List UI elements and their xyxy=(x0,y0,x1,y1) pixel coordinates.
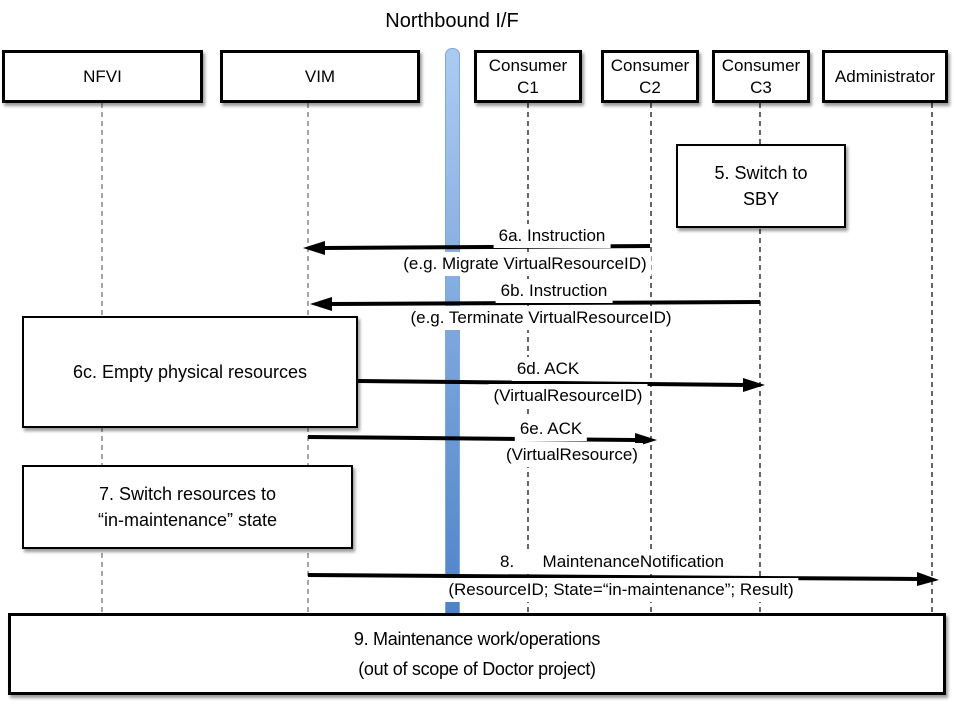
actor-label: Administrator xyxy=(834,66,936,86)
note-maintenance-work: 9. Maintenance work/operations (out of s… xyxy=(8,613,946,695)
actor-box-consumer-c1: Consumer C1 xyxy=(474,50,582,103)
note-switch-resources-in-maintenance: 7. Switch resources to “in-maintenance” … xyxy=(22,465,353,549)
actor-label: C3 xyxy=(750,77,772,97)
actor-label: Consumer xyxy=(610,55,690,75)
note-text: “in-maintenance” state xyxy=(97,510,278,530)
note-text: 7. Switch resources to xyxy=(98,484,277,504)
arrow-6b-instruction xyxy=(310,297,761,311)
actor-box-consumer-c3: Consumer C3 xyxy=(712,50,810,103)
actor-label: NFVI xyxy=(83,66,122,86)
message-label-6b-line2: (e.g. Terminate VirtualResourceID) xyxy=(405,306,677,330)
actor-label: VIM xyxy=(304,66,336,86)
message-label-6d-line2: (VirtualResourceID) xyxy=(488,384,648,408)
note-text: 5. Switch to xyxy=(714,163,808,183)
actor-label: C2 xyxy=(639,77,661,97)
actor-box-administrator: Administrator xyxy=(822,50,948,103)
diagram-title: Northbound I/F xyxy=(385,10,519,32)
message-label-8-line1: 8. MaintenanceNotification xyxy=(495,550,729,574)
note-text: (out of scope of Doctor project) xyxy=(358,659,596,679)
actor-label: C1 xyxy=(517,77,539,97)
actor-box-vim: VIM xyxy=(220,50,420,103)
message-label-6d-line1: 6d. ACK xyxy=(511,357,585,381)
message-label-6a-line2: (e.g. Migrate VirtualResourceID) xyxy=(398,252,652,276)
actor-label: Consumer xyxy=(721,55,801,75)
arrow-6d-ack xyxy=(357,378,765,392)
message-label-6b-line1: 6b. Instruction xyxy=(495,279,613,303)
note-text: 9. Maintenance work/operations xyxy=(353,629,601,649)
actor-box-nfvi: NFVI xyxy=(2,50,203,103)
message-label-8-line2: (ResourceID; State=“in-maintenance”; Res… xyxy=(443,578,799,602)
actor-box-consumer-c2: Consumer C2 xyxy=(601,50,699,103)
note-switch-to-sby: 5. Switch to SBY xyxy=(676,144,846,228)
arrow-8-maintenance-notification xyxy=(307,572,939,586)
note-text: 6c. Empty physical resources xyxy=(72,362,308,382)
note-text: SBY xyxy=(742,189,780,209)
message-label-6a-line1: 6a. Instruction xyxy=(493,224,611,248)
note-empty-physical-resources: 6c. Empty physical resources xyxy=(22,316,358,428)
message-label-6e-line1: 6e. ACK xyxy=(514,417,588,441)
message-label-6e-line2: (VirtualResource) xyxy=(501,443,643,467)
actor-label: Consumer xyxy=(488,55,568,75)
